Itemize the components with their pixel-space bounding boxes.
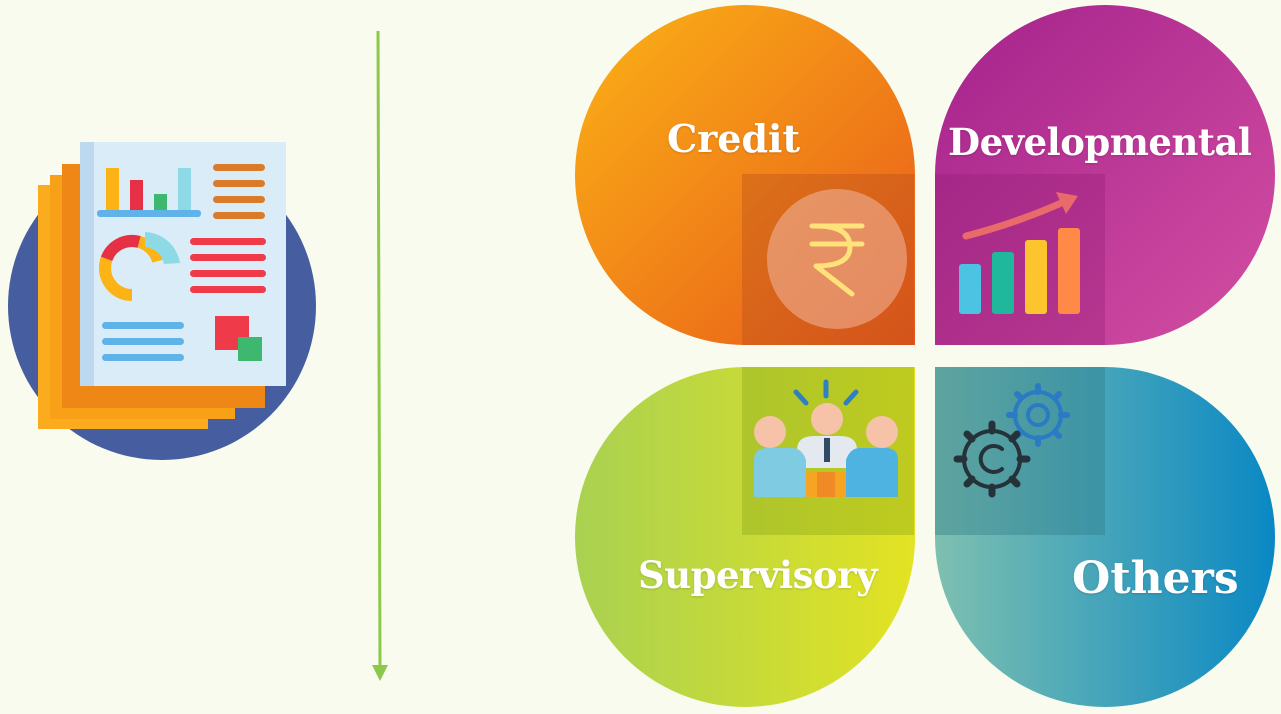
petal-developmental (935, 5, 1275, 345)
label-credit: Credit (667, 116, 800, 161)
report-document-icon (8, 142, 316, 460)
team-meeting-icon (754, 379, 898, 497)
gears-icon (953, 383, 1070, 498)
rupee-icon (767, 189, 907, 329)
label-others: Others (1072, 553, 1239, 604)
quadrant-diagram (575, 5, 1275, 707)
growth-chart-icon (959, 192, 1080, 314)
label-developmental: Developmental (948, 120, 1252, 164)
label-supervisory: Supervisory (638, 553, 878, 597)
down-arrow-icon (372, 30, 388, 681)
